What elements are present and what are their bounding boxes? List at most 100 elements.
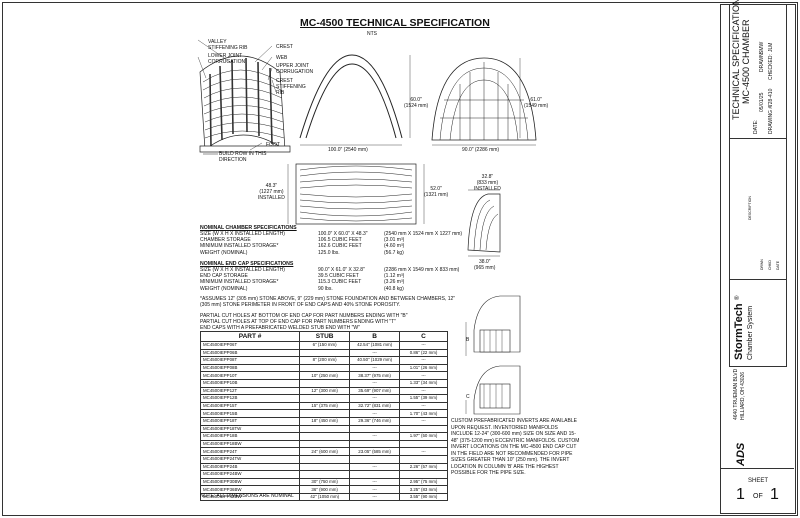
- table-cell: MC4500IEPP15T: [199, 401, 301, 411]
- table-cell: MC4500IEPP24T: [199, 447, 301, 456]
- table-cell: MC4500IEPP12T: [199, 386, 301, 396]
- table-cell: 10" (250 mm): [299, 371, 351, 380]
- spec-key: END CAP STORAGE: [200, 273, 248, 280]
- revision-header: CHKD: [768, 260, 772, 270]
- table-cell: ---: [349, 363, 401, 373]
- table-cell: MC4500IEPP24BW: [199, 470, 301, 479]
- table-row: MC4500IEPP24TW: [199, 454, 448, 464]
- table-cell: 36" (900 mm): [299, 485, 351, 494]
- table-cell: MC4500IEPP10B: [199, 378, 301, 388]
- spec-value: 125.0 lbs.: [318, 249, 340, 256]
- detail-label-b: B: [466, 337, 470, 343]
- table-cell: 29.36" (746 mm): [349, 416, 401, 426]
- table-cell: [399, 424, 448, 434]
- callout-lower-joint: LOWER JOINT CORRUGATION: [208, 53, 246, 65]
- table-cell: ---: [399, 386, 448, 396]
- scale-note: NTS: [367, 31, 377, 37]
- table-header-cell: STUB: [299, 331, 351, 342]
- table-cell: MC4500IEPP08B: [199, 363, 301, 373]
- dim-plan-height: 48.3" (1227 mm) INSTALLED: [258, 183, 285, 201]
- table-cell: ---: [399, 341, 448, 350]
- address-line-2: HILLIARD, OH 43026: [740, 371, 746, 420]
- dim-arch-height: 60.0" (1524 mm): [404, 97, 429, 109]
- table-cell: 1.33" (34 mm): [399, 378, 448, 388]
- table-cell: [299, 348, 351, 358]
- spec-key: MINIMUM INSTALLED STORAGE*: [200, 279, 279, 286]
- brand-reg-mark: ®: [735, 295, 741, 300]
- table-cell: [349, 454, 401, 464]
- table-cell: [349, 470, 401, 479]
- spec-key: SIZE (W X H X INSTALLED LENGTH): [200, 267, 285, 273]
- title-block-title: TECHNICAL SPECIFICATIONS: [731, 0, 741, 120]
- revision-block: [729, 138, 787, 280]
- table-cell: ---: [399, 416, 448, 426]
- table-cell: ---: [399, 356, 448, 365]
- revision-header: DRWN: [760, 259, 764, 270]
- table-row: MC4500IEPP08B---1.01" (26 mm): [199, 363, 448, 373]
- table-cell: [399, 439, 448, 449]
- technical-drawings: [197, 39, 537, 415]
- table-cell: MC4500IEPP06B: [199, 348, 301, 358]
- custom-inverts-note: CUSTOM PREFABRICATED INVERTS ARE AVAILAB…: [451, 418, 580, 476]
- spec-key: WEIGHT (NOMINAL): [200, 285, 248, 292]
- table-cell: 38.37" (975 mm): [349, 371, 401, 380]
- table-cell: ---: [349, 409, 401, 418]
- table-cell: 12" (300 mm): [299, 386, 351, 396]
- table-cell: MC4500IEPP30BW: [199, 477, 301, 487]
- callout-upper-joint: UPPER JOINT CORRUGATION: [276, 63, 314, 75]
- ads-logo: ADS: [735, 442, 747, 466]
- spec-value: 106.5 CUBIC FEET: [318, 237, 362, 244]
- table-cell: 18" (450 mm): [299, 416, 351, 426]
- brand-subtitle: Chamber System: [747, 305, 754, 360]
- dim-arch-width: 100.0" (2540 mm): [328, 147, 368, 153]
- note-partial-b: PARTIAL CUT HOLES AT BOTTOM OF END CAP F…: [200, 313, 408, 319]
- table-row: MC4500IEPP18B---1.97" (50 mm): [199, 432, 448, 441]
- dim-endcap-height: 61.0" (1549 mm): [524, 97, 549, 109]
- table-cell: 23.05" (585 mm): [349, 447, 401, 456]
- note-end-caps: END CAPS WITH A PREFABRICATED WELDED STU…: [200, 325, 360, 331]
- revision-header: DATE: [776, 260, 780, 270]
- sheet-number: 1: [736, 486, 745, 503]
- endcap-spec-heading: NOMINAL END CAP SPECIFICATIONS: [200, 261, 294, 267]
- table-cell: MC4500IEPP18TW: [199, 424, 301, 434]
- note-assumes: *ASSUMES 12" (305 mm) STONE ABOVE, 9" (2…: [200, 296, 456, 308]
- table-cell: ---: [349, 462, 401, 472]
- date-label: DATE:: [753, 119, 759, 134]
- spec-key: MINIMUM INSTALLED STORAGE*: [200, 243, 279, 250]
- sheet-block: [720, 468, 794, 513]
- table-cell: ---: [349, 485, 401, 494]
- table-cell: MC4500IEPP18T: [199, 416, 301, 426]
- drawn-label: DRAWN:: [759, 51, 765, 72]
- spec-metric: (4.60 m³): [384, 243, 405, 250]
- table-cell: ---: [399, 371, 448, 380]
- title-block-subtitle: MC-4500 CHAMBER: [741, 19, 751, 104]
- table-cell: ---: [349, 492, 401, 502]
- title-block: [720, 4, 796, 514]
- note-partial-t: PARTIAL CUT HOLES AT TOP OF END CAP FOR …: [200, 319, 396, 325]
- table-cell: MC4500IEPP06T: [199, 341, 301, 350]
- table-cell: [299, 439, 351, 449]
- table-cell: 1.97" (50 mm): [399, 432, 448, 441]
- callout-crest: CREST: [276, 44, 293, 50]
- table-cell: [299, 424, 351, 434]
- table-cell: 1.55" (39 mm): [399, 394, 448, 403]
- table-cell: [299, 454, 351, 464]
- table-cell: ---: [349, 394, 401, 403]
- spec-key: SIZE (W X H X INSTALLED LENGTH): [200, 231, 285, 237]
- sheet-label: SHEET: [748, 478, 769, 484]
- revision-header: DESCRIPTION: [748, 196, 752, 220]
- table-row: MC4500IEPP12B---1.55" (39 mm): [199, 394, 448, 403]
- callout-build-row: BUILD ROW IN THIS DIRECTION: [219, 151, 267, 163]
- table-cell: [399, 470, 448, 479]
- sheet-of: OF: [753, 493, 763, 500]
- spec-value: 90.0" X 61.0" X 32.8": [318, 267, 365, 273]
- table-header-cell: B: [349, 331, 401, 342]
- spec-metric: (40.8 kg): [384, 285, 404, 292]
- table-cell: 2.26" (57 mm): [399, 462, 448, 472]
